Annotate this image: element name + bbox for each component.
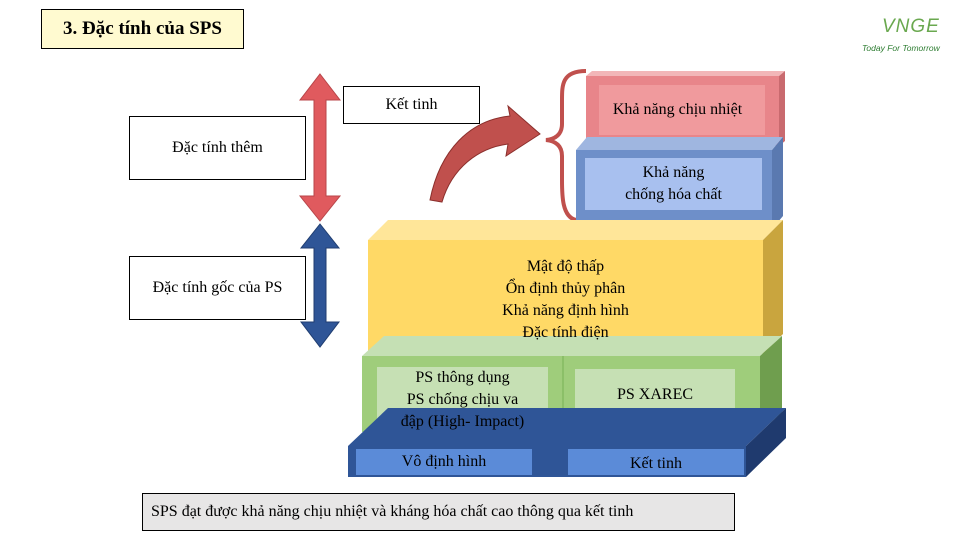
property-line-4: Đặc tính điện	[522, 324, 609, 341]
chemical-resistance-text: Khả năng chống hóa chất	[585, 158, 762, 210]
logo-tagline: Today For Tomorrow	[862, 43, 940, 53]
property-line-1: Mật độ thấp	[526, 258, 605, 275]
layer-chemical-resistance	[576, 137, 783, 229]
ps-line-2: PS chống chịu va	[406, 391, 519, 408]
ps-line-1: PS thông dụng	[415, 369, 510, 386]
label-added-properties: Đặc tính thêm	[129, 116, 306, 180]
layer-heat-resistance	[586, 71, 785, 146]
curved-arrow-icon	[429, 104, 541, 203]
amorphous-text: Vô định hình	[401, 453, 487, 470]
label-crystallization: Kết tinh	[343, 86, 480, 124]
caption: SPS đạt được khả năng chịu nhiệt và khán…	[142, 493, 735, 531]
company-logo: VNGE Today For Tomorrow	[858, 14, 948, 56]
layer-morphology	[348, 408, 786, 477]
base-properties-text: Mật độ thấp Ổn định thủy phân Khả năng đ…	[368, 252, 763, 348]
ps-general-text: PS thông dụng PS chống chịu va đập (High…	[377, 367, 548, 433]
chemical-line-1: Khả năng	[642, 164, 705, 181]
logo-mark: VNGE	[882, 16, 940, 37]
chemical-line-2: chống hóa chất	[625, 186, 722, 203]
property-line-3: Khả năng định hình	[502, 302, 629, 319]
ps-line-3: đập (High- Impact)	[400, 413, 525, 430]
page-title: 3. Đặc tính của SPS	[41, 9, 244, 49]
property-line-2: Ổn định thủy phân	[505, 280, 626, 297]
curly-brace-icon	[545, 69, 587, 222]
heat-resistance-text: Khả năng chịu nhiệt	[612, 101, 743, 118]
layer-base-properties	[368, 220, 783, 354]
label-original-properties: Đặc tính gốc của PS	[129, 256, 306, 320]
ps-xarec-text: PS XAREC	[616, 386, 694, 403]
red-double-arrow-icon	[298, 73, 342, 222]
blue-double-arrow-icon	[299, 223, 341, 348]
crystalline-text: Kết tinh	[630, 455, 682, 472]
